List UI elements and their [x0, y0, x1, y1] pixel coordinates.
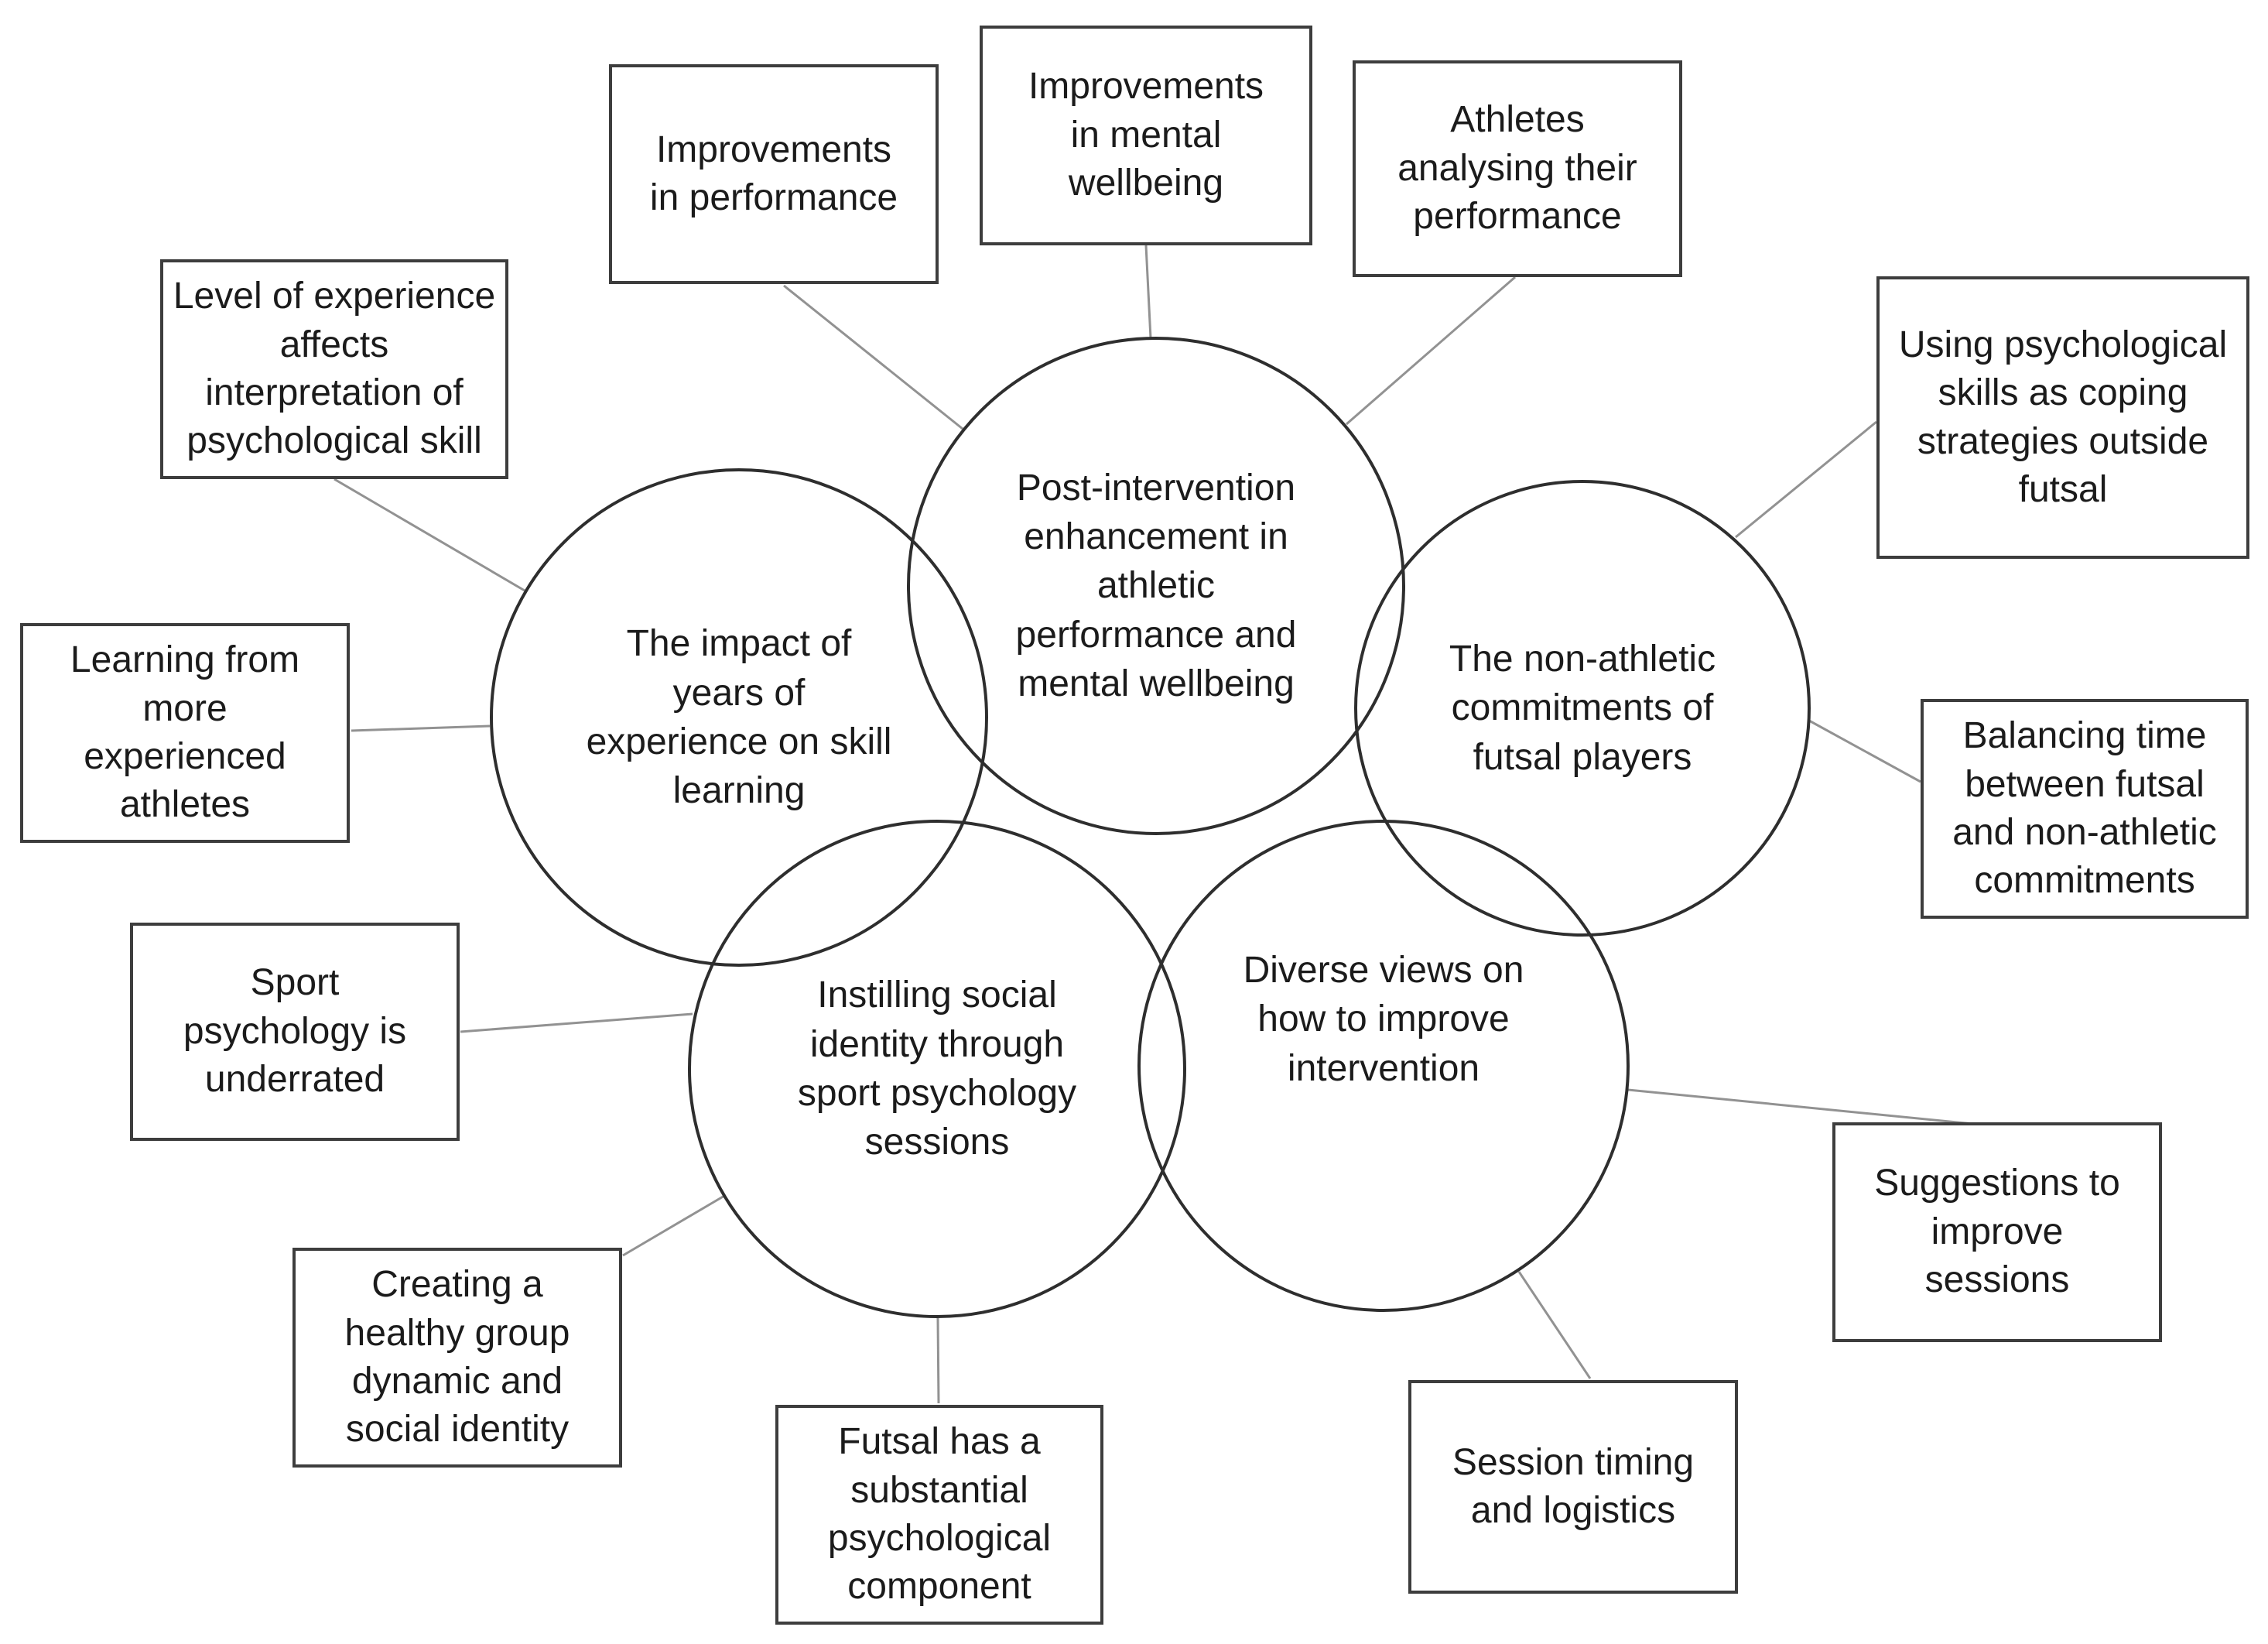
- theme-circle-label: Instilling social identity through sport…: [797, 974, 1077, 1163]
- connector-creating-healthy-group: [622, 1194, 725, 1257]
- subtheme-box-label: Improvements in performance: [649, 128, 898, 218]
- connector-improvements-mental-wellbeing: [1144, 245, 1152, 339]
- subtheme-box-athletes-analysing-performance: Athletes analysing their performance: [1353, 60, 1682, 277]
- connector-sport-psychology-underrated: [460, 1012, 693, 1033]
- theme-circle-post-intervention-enhancement: Post-intervention enhancement in athleti…: [907, 337, 1405, 835]
- subtheme-box-learning-from-experienced: Learning from more experienced athletes: [20, 623, 350, 843]
- connector-balancing-time: [1808, 719, 1921, 783]
- connector-session-timing: [1517, 1271, 1592, 1379]
- subtheme-box-label: Learning from more experienced athletes: [70, 639, 300, 826]
- theme-circle-label: The impact of years of experience on ski…: [586, 623, 892, 812]
- theme-circle-instilling-social-identity: Instilling social identity through sport…: [688, 820, 1186, 1318]
- subtheme-box-label: Suggestions to improve sessions: [1874, 1163, 2120, 1301]
- subtheme-box-label: Creating a healthy group dynamic and soc…: [344, 1264, 570, 1450]
- subtheme-box-session-timing-logistics: Session timing and logistics: [1408, 1380, 1738, 1594]
- subtheme-box-label: Session timing and logistics: [1452, 1441, 1695, 1531]
- connector-futsal-psychological-component: [936, 1317, 940, 1404]
- subtheme-box-improvements-mental-wellbeing: Improvements in mental wellbeing: [980, 26, 1312, 245]
- subtheme-box-suggestions-improve-sessions: Suggestions to improve sessions: [1832, 1122, 2162, 1342]
- connector-athletes-analysing: [1346, 276, 1516, 426]
- subtheme-box-level-of-experience: Level of experience affects interpretati…: [160, 259, 508, 479]
- subtheme-box-label: Balancing time between futsal and non-at…: [1952, 715, 2217, 902]
- theme-circle-diverse-views-improve: Diverse views on how to improve interven…: [1137, 820, 1630, 1312]
- subtheme-box-label: Improvements in mental wellbeing: [1028, 66, 1264, 204]
- connector-learning-from-experienced: [351, 724, 491, 732]
- subtheme-box-creating-healthy-group: Creating a healthy group dynamic and soc…: [292, 1248, 622, 1468]
- subtheme-box-improvements-performance: Improvements in performance: [609, 64, 939, 284]
- connector-using-psychological-skills: [1735, 420, 1877, 539]
- connector-improvements-performance: [783, 284, 963, 430]
- subtheme-box-sport-psychology-underrated: Sport psychology is underrated: [130, 923, 460, 1141]
- connector-suggestions-improve: [1627, 1088, 1974, 1125]
- subtheme-box-balancing-time: Balancing time between futsal and non-at…: [1921, 699, 2249, 919]
- subtheme-box-label: Sport psychology is underrated: [183, 962, 407, 1101]
- theme-circle-label: The non-athletic commitments of futsal p…: [1449, 638, 1716, 778]
- subtheme-box-label: Level of experience affects interpretati…: [173, 276, 496, 462]
- connector-level-of-experience: [334, 478, 525, 592]
- subtheme-box-futsal-psychological-component: Futsal has a substantial psychological c…: [775, 1405, 1103, 1625]
- subtheme-box-label: Futsal has a substantial psychological c…: [827, 1421, 1052, 1608]
- theme-circle-label: Diverse views on how to improve interven…: [1243, 949, 1524, 1089]
- subtheme-box-label: Athletes analysing their performance: [1397, 99, 1637, 238]
- theme-circle-label: Post-intervention enhancement in athleti…: [1015, 467, 1297, 705]
- subtheme-box-label: Using psychological skills as coping str…: [1898, 324, 2228, 510]
- subtheme-box-using-psychological-skills: Using psychological skills as coping str…: [1876, 276, 2249, 559]
